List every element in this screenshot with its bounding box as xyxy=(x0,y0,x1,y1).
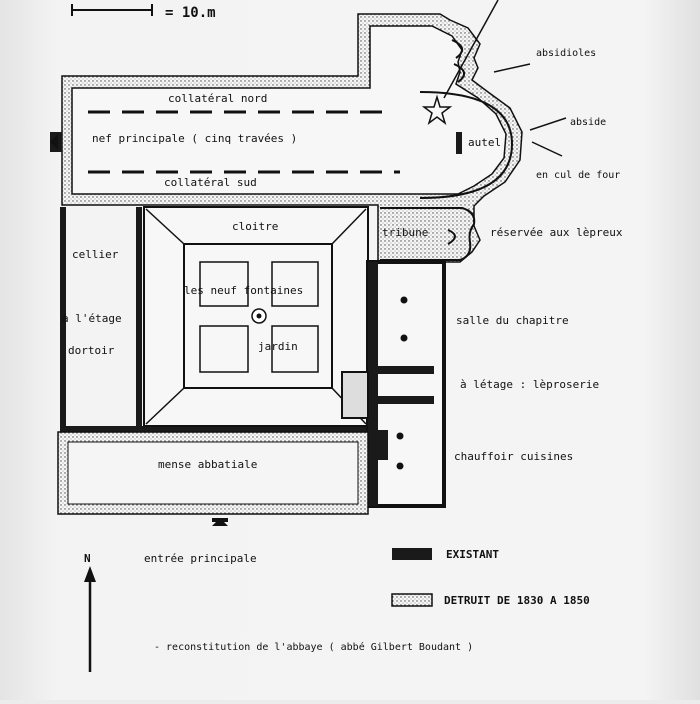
label-cellier: cellier xyxy=(72,248,119,261)
east-range-inner-wall xyxy=(368,262,378,506)
label-chauffoir: chauffoir cuisines xyxy=(454,450,573,463)
star-marker xyxy=(421,94,453,125)
label-salle-chapitre: salle du chapitre xyxy=(456,314,569,327)
cloister-block xyxy=(60,206,376,432)
scale-label: = 10.m xyxy=(165,5,216,21)
church xyxy=(50,0,567,263)
label-etage: à l'étage xyxy=(62,312,122,325)
label-entree: entrée principale xyxy=(144,552,257,565)
column-3 xyxy=(396,432,404,440)
label-leproserie: à létage : lèproserie xyxy=(460,378,599,391)
label-reservee: réservée aux lèpreux xyxy=(490,226,623,239)
column-4 xyxy=(396,462,404,470)
caption: - reconstitution de l'abbaye ( abbé Gilb… xyxy=(154,641,473,653)
north-letter: N xyxy=(84,552,91,565)
absidiole-2 xyxy=(453,63,465,83)
label-autel: autel xyxy=(468,136,501,149)
abside-pointer-1 xyxy=(529,117,567,131)
label-collateral-nord: collatéral nord xyxy=(168,92,267,105)
garden-bed-nw xyxy=(199,261,249,307)
label-mense: mense abbatiale xyxy=(158,458,257,471)
column-1 xyxy=(400,296,408,304)
stair xyxy=(341,371,369,419)
absidiole-1 xyxy=(451,39,463,59)
legend-detruit-label: DETRUIT DE 1830 A 1850 xyxy=(444,594,590,607)
column-2 xyxy=(400,334,408,342)
altar xyxy=(456,132,462,154)
legend-existant-swatch xyxy=(392,548,432,560)
label-tribune: tribune xyxy=(382,226,428,239)
abside-pointer-2 xyxy=(531,141,563,157)
legend-existant-label: EXISTANT xyxy=(446,548,499,561)
star-pointer xyxy=(443,0,499,99)
label-cul-de-four: en cul de four xyxy=(536,170,620,181)
garden-bed-ne xyxy=(271,261,319,307)
legend: EXISTANT DETRUIT DE 1830 A 1850 xyxy=(391,548,590,607)
east-range xyxy=(341,260,446,508)
mense-abbatiale-inner xyxy=(67,441,359,505)
garden-bed-se xyxy=(271,325,319,373)
chimney xyxy=(376,430,388,460)
church-inner xyxy=(71,25,507,195)
label-fontaines: les neuf fontaines xyxy=(184,284,303,297)
label-jardin: jardin xyxy=(258,340,298,353)
tribune-niche xyxy=(447,229,456,245)
garden-bed-sw xyxy=(199,325,249,373)
label-absidioles: absidioles xyxy=(536,48,596,59)
west-range-inner-wall xyxy=(136,207,142,431)
west-door-arrow xyxy=(50,134,58,150)
absidioles-pointer xyxy=(493,63,531,73)
west-range-outer-wall xyxy=(60,207,66,431)
tribune-wall xyxy=(380,207,476,261)
legend-detruit-swatch xyxy=(391,593,433,607)
south-range-top-wall xyxy=(60,426,376,432)
east-partition-1 xyxy=(378,366,434,374)
label-nef: nef principale ( cinq travées ) xyxy=(92,132,297,145)
label-cloitre: cloitre xyxy=(232,220,278,233)
north-arrow: N xyxy=(84,552,96,672)
scale-bar: = 10.m xyxy=(71,4,216,21)
apse-wall xyxy=(419,91,514,199)
label-dortoir: dortoir xyxy=(68,344,115,357)
east-partition-2 xyxy=(378,396,434,404)
label-collateral-sud: collatéral sud xyxy=(164,176,257,189)
label-abside: abside xyxy=(570,117,606,128)
